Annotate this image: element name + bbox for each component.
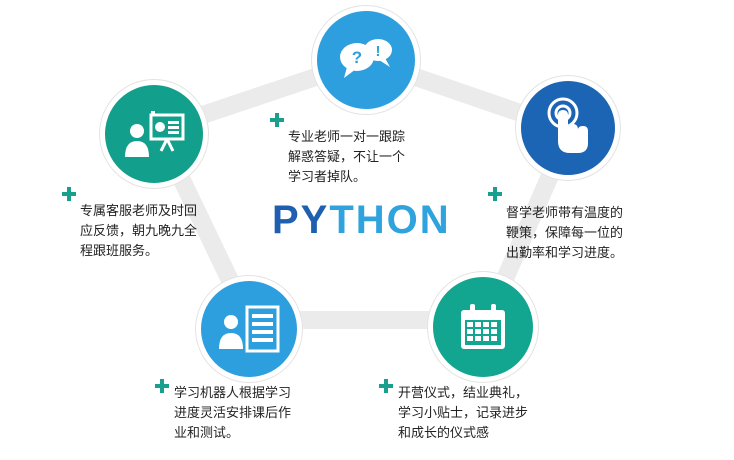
python-title: PYTHON — [272, 196, 451, 244]
touch-button-icon — [547, 97, 588, 153]
plus-icon — [270, 113, 284, 127]
presenter-icon — [125, 111, 185, 157]
node-right — [516, 76, 620, 180]
node-left-text: 专属客服老师及时回 应反馈，朝九晚九全 程跟班服务。 — [80, 204, 198, 259]
plus-icon — [488, 187, 502, 201]
node-top-text: 专业老师一对一跟踪 解惑答疑，不让一个 学习者掉队。 — [288, 130, 406, 185]
node-top: ? ! — [312, 6, 420, 114]
svg-text:?: ? — [352, 48, 362, 67]
node-left — [100, 80, 208, 188]
node-bottom-left — [196, 276, 302, 382]
node-bottom-right-text: 开营仪式，结业典礼， 学习小贴士，记录进步 和成长的仪式感 — [398, 386, 529, 441]
title-part-py: PY — [272, 198, 330, 242]
plus-icon — [379, 379, 393, 393]
title-part-thon: THON — [329, 198, 451, 242]
calendar-icon — [461, 304, 505, 349]
plus-icon — [62, 187, 76, 201]
profile-card-icon — [219, 305, 280, 353]
svg-text:!: ! — [376, 43, 381, 60]
chat-bubbles-icon: ? ! — [340, 39, 392, 78]
node-right-text: 督学老师带有温度的 鞭策，保障每一位的 出勤率和学习进度。 — [506, 206, 624, 261]
node-bottom-left-text: 学习机器人根据学习 进度灵活安排课后作 业和测试。 — [174, 386, 292, 441]
plus-icon — [155, 379, 169, 393]
node-bottom-right — [428, 272, 538, 382]
